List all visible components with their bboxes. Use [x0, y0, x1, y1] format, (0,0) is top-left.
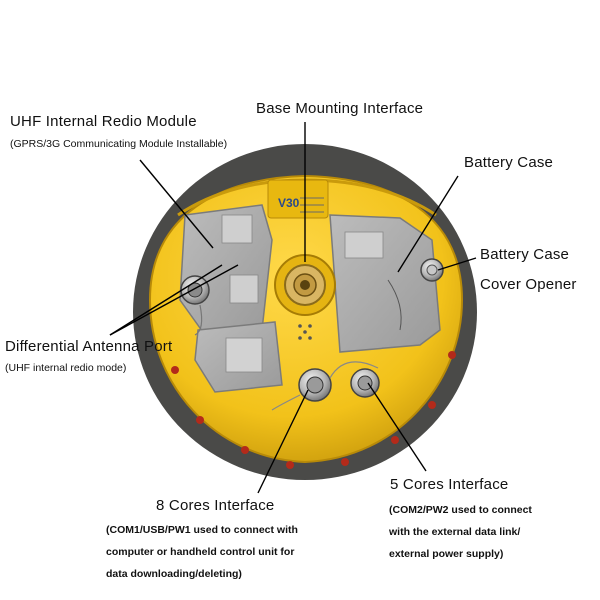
leader-diff-antenna-1 [109, 264, 239, 336]
label-battery-opener-line2: Cover Opener [480, 276, 577, 293]
leader-battery-opener [437, 257, 477, 271]
model-text: V30 [278, 196, 300, 210]
label-eight-cores: 8 Cores Interface [156, 497, 275, 514]
label-five-cores: 5 Cores Interface [390, 476, 509, 493]
label-base-mount: Base Mounting Interface [256, 100, 424, 117]
label-uhf-module-note: (GPRS/3G Communicating Module Installabl… [10, 138, 228, 150]
label-eight-cores-note1: (COM1/USB/PW1 used to connect with [106, 524, 298, 536]
leader-battery-case [397, 175, 459, 273]
label-five-cores-note3: external power supply) [389, 548, 504, 560]
leader-eight-cores [257, 389, 309, 494]
battery-cover-opener [420, 258, 444, 282]
label-battery-opener-line1: Battery Case [480, 246, 570, 263]
label-uhf-module: UHF Internal Redio Module [10, 113, 197, 130]
leader-lines [109, 122, 477, 494]
model-label-plate [267, 179, 329, 219]
label-eight-cores-note2: computer or handheld control unit for [106, 546, 295, 558]
label-eight-cores-note3: data downloading/deleting) [106, 568, 242, 580]
label-diff-antenna-note: (UHF internal redio mode) [5, 362, 127, 374]
label-five-cores-note2: with the external data link/ [389, 526, 521, 538]
label-five-cores-note1: (COM2/PW2 used to connect [389, 504, 532, 516]
leader-uhf-module [139, 159, 214, 249]
label-battery-case: Battery Case [464, 154, 554, 171]
leader-five-cores [367, 382, 427, 472]
label-diff-antenna: Differential Antenna Port [5, 338, 173, 355]
leader-diff-antenna-2 [109, 264, 223, 336]
eight-cores-connector [298, 368, 332, 402]
